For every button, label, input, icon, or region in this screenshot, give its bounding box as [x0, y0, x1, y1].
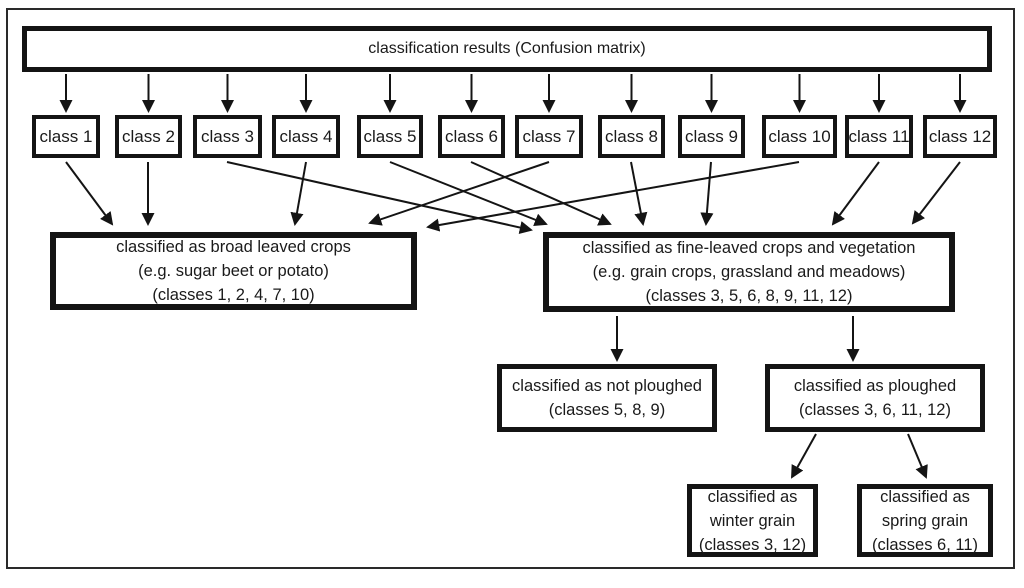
edge-ploughed-to-winter [791, 433, 817, 479]
class-label-6: class 6 [445, 127, 498, 146]
class-label-1: class 1 [39, 127, 93, 146]
class-label-3: class 3 [201, 127, 254, 146]
class-label-10: class 10 [768, 127, 831, 146]
edge-class-7-to-group [368, 161, 550, 226]
ploughed-line-2: (classes 3, 6, 11, 12) [799, 401, 951, 419]
broad-line-1: classified as broad leaved crops [116, 238, 351, 256]
class-box-12: class 12 [923, 115, 997, 158]
spring-line-3: (classes 6, 11) [871, 535, 979, 554]
class-box-11: class 11 [845, 115, 913, 158]
edge-class-5-to-group [389, 161, 548, 226]
class-box-9: class 9 [678, 115, 745, 158]
fine-leaved-crops-box: classified as fine-leaved crops and vege… [543, 232, 955, 312]
broad-line-3: (classes 1, 2, 4, 7, 10) [152, 286, 315, 304]
class-label-11: class 11 [848, 127, 910, 146]
winter-line-3: (classes 3, 12) [698, 535, 807, 554]
class-box-6: class 6 [438, 115, 505, 158]
class-box-1: class 1 [32, 115, 100, 158]
class-box-3: class 3 [193, 115, 262, 158]
edge-class-4-to-group [290, 161, 307, 226]
fine-line-2: (e.g. grain crops, grassland and meadows… [592, 263, 906, 281]
class-label-2: class 2 [122, 127, 175, 146]
class-box-2: class 2 [115, 115, 182, 158]
class-label-4: class 4 [279, 127, 333, 146]
edge-ploughed-to-spring [907, 433, 928, 479]
class-box-8: class 8 [598, 115, 665, 158]
edge-class-9-to-group [700, 161, 714, 226]
broad-line-2: (e.g. sugar beet or potato) [138, 262, 329, 280]
fine-line-3: (classes 3, 5, 6, 8, 9, 11, 12) [645, 287, 853, 305]
fine-line-1: classified as fine-leaved crops and vege… [582, 239, 916, 257]
ploughed-line-1: classified as ploughed [793, 377, 957, 395]
edge-class-1-to-group [65, 161, 114, 226]
class-box-7: class 7 [515, 115, 583, 158]
edge-class-10-to-group [426, 161, 800, 232]
winter-grain-box: classified as winter grain (classes 3, 1… [687, 484, 818, 557]
not-ploughed-box: classified as not ploughed (classes 5, 8… [497, 364, 717, 432]
class-box-5: class 5 [357, 115, 423, 158]
winter-line-2: winter grain [709, 511, 796, 530]
broad-leaved-crops-box: classified as broad leaved crops (e.g. s… [50, 232, 417, 310]
not-ploughed-line-1: classified as not ploughed [512, 377, 702, 395]
root-box-confusion-matrix: classification results (Confusion matrix… [22, 26, 992, 72]
class-label-12: class 12 [928, 127, 992, 146]
class-label-8: class 8 [605, 127, 658, 146]
outer-frame [6, 8, 1015, 569]
not-ploughed-line-2: (classes 5, 8, 9) [548, 401, 666, 419]
edge-class-8-to-group [630, 161, 648, 226]
edge-class-6-to-group [470, 161, 612, 226]
ploughed-box: classified as ploughed (classes 3, 6, 11… [765, 364, 985, 432]
class-box-10: class 10 [762, 115, 837, 158]
class-label-7: class 7 [522, 127, 576, 146]
class-box-4: class 4 [272, 115, 340, 158]
spring-line-1: classified as [880, 487, 970, 506]
edge-class-11-to-group [831, 161, 880, 226]
winter-line-1: classified as [707, 487, 798, 506]
spring-line-2: spring grain [881, 511, 969, 530]
root-label: classification results (Confusion matrix… [368, 40, 646, 57]
edge-class-12-to-group [911, 161, 961, 225]
class-label-9: class 9 [685, 127, 738, 146]
spring-grain-box: classified as spring grain (classes 6, 1… [857, 484, 993, 557]
class-label-5: class 5 [363, 127, 417, 146]
